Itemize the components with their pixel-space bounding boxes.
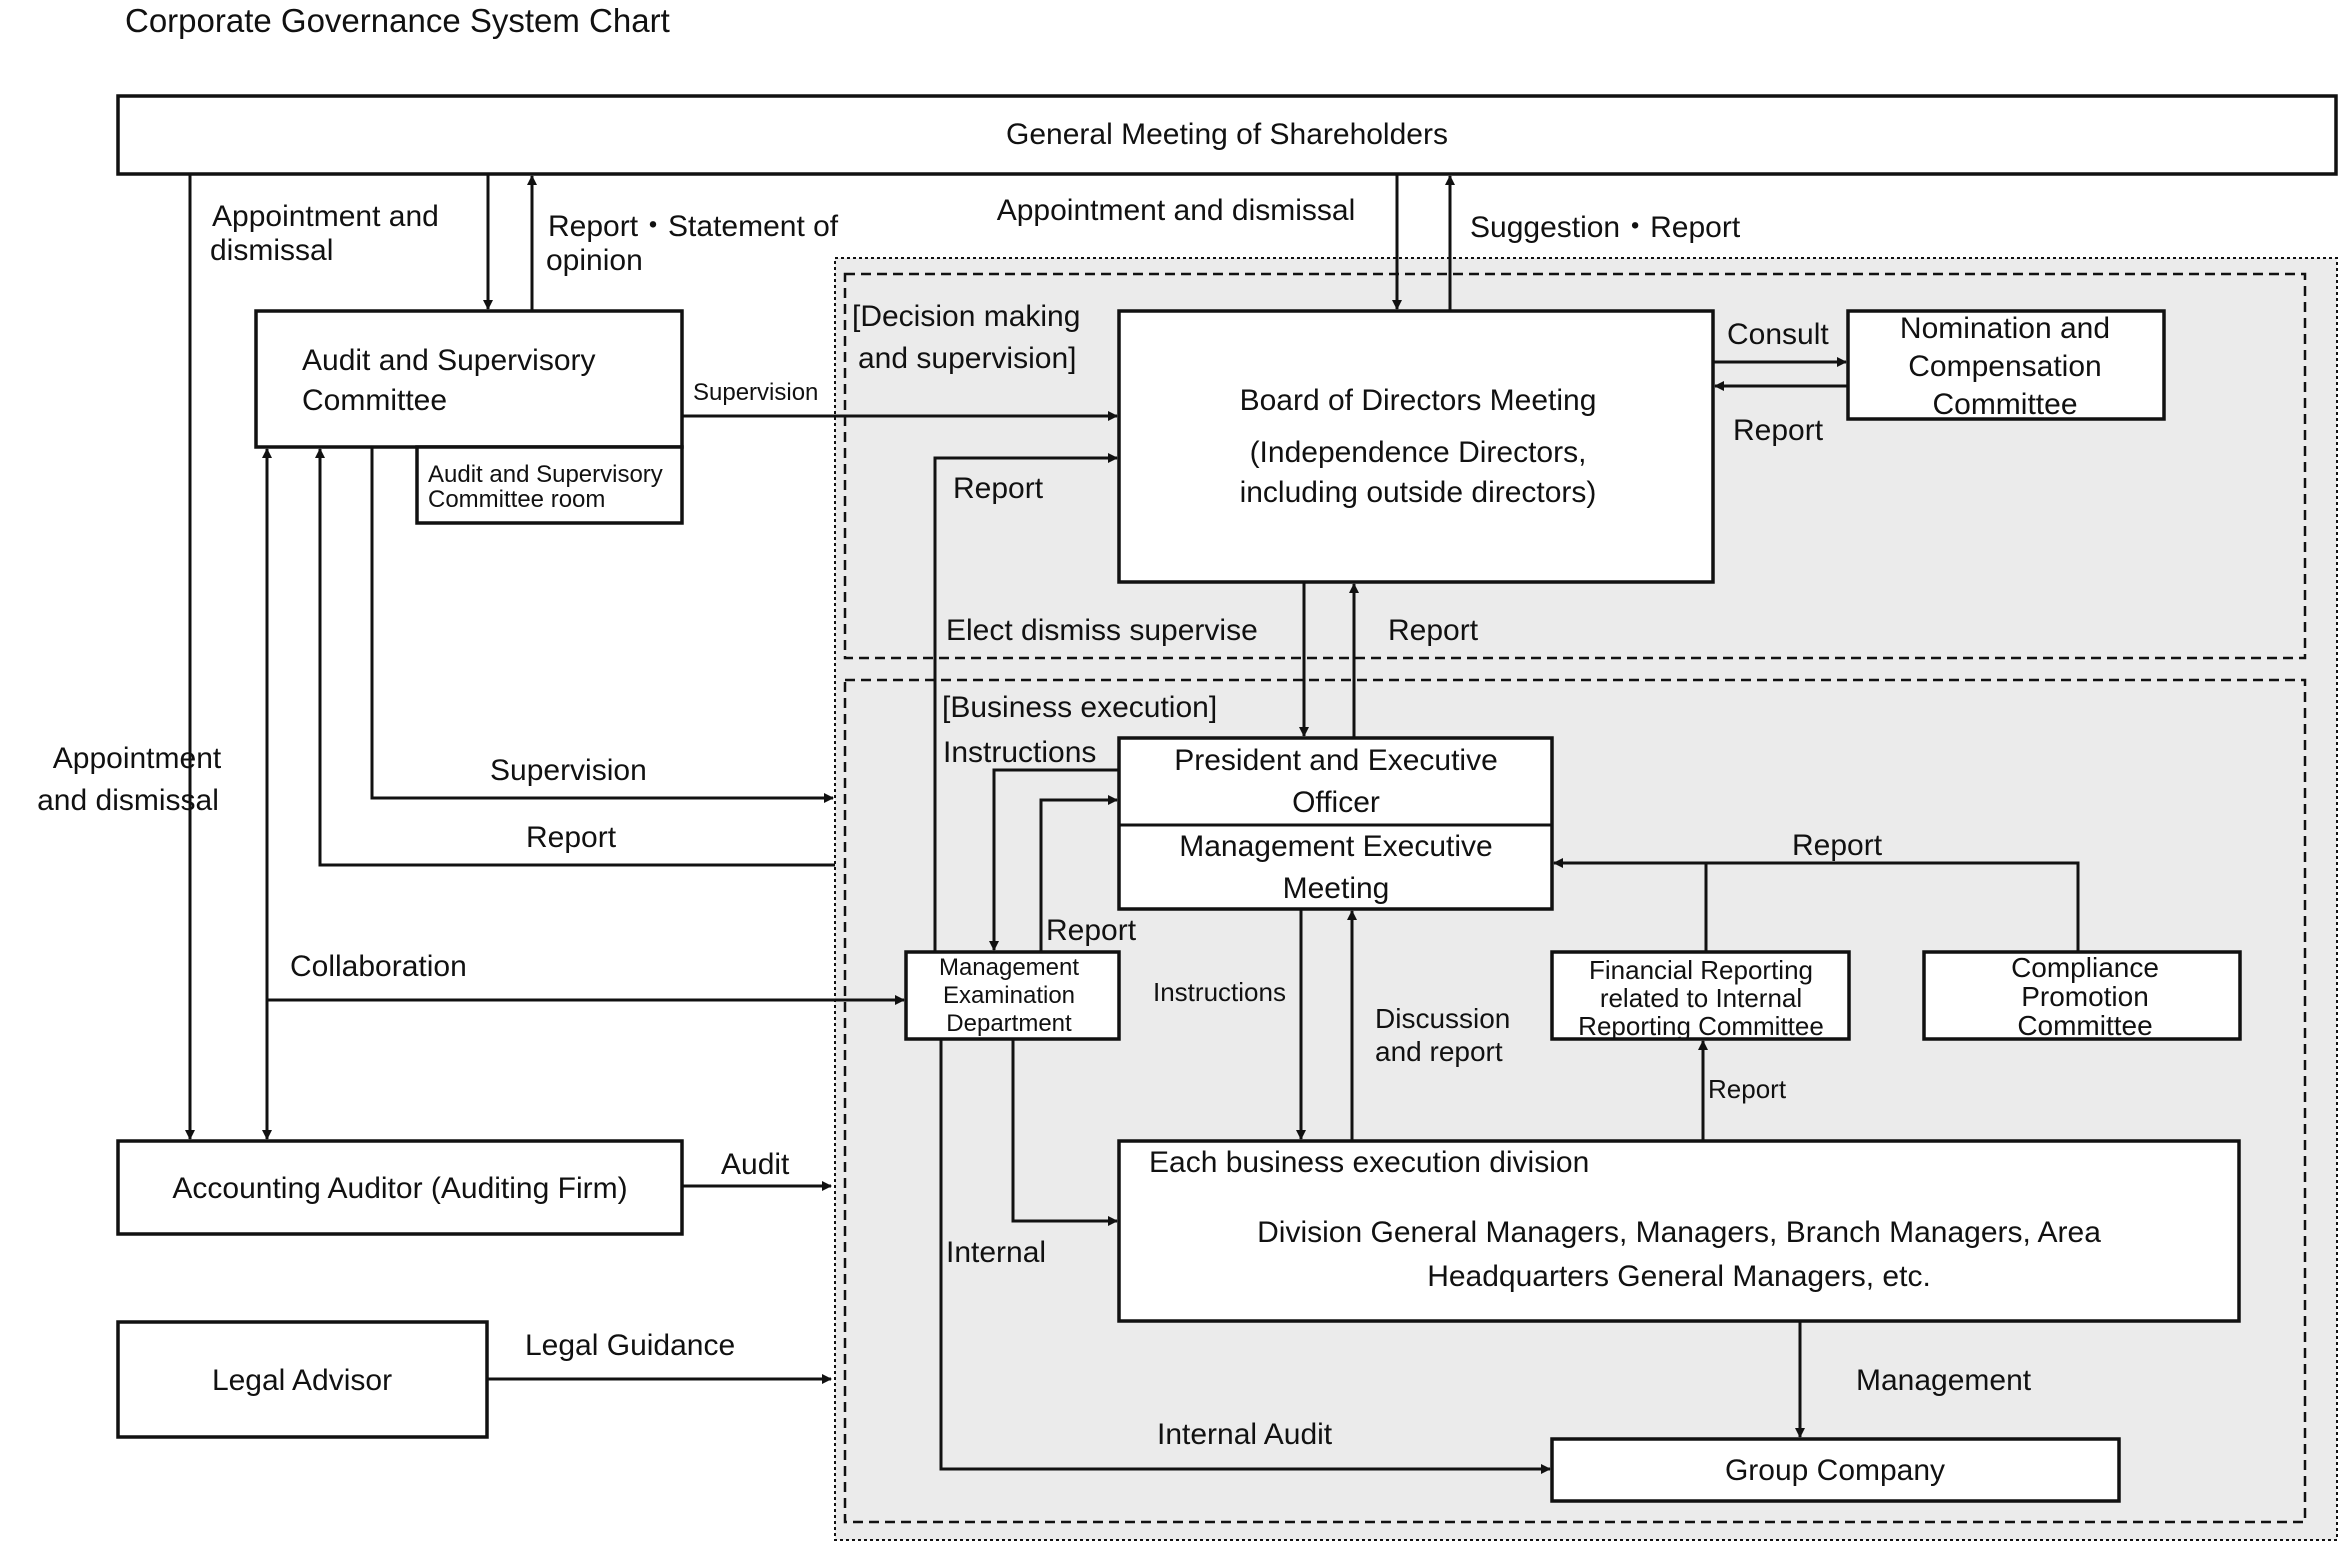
label-discussion: Discussion — [1375, 1003, 1510, 1034]
business-section — [843, 678, 2307, 1524]
label-report-business: Report — [526, 821, 617, 854]
compliance-label-2: Promotion — [2021, 981, 2149, 1012]
label-supervision-board: Supervision — [693, 379, 818, 406]
compliance-label: Compliance — [2011, 952, 2159, 983]
nomination-label: Nomination and — [1900, 312, 2110, 345]
label-internal: Internal — [946, 1236, 1046, 1269]
arrow-internal-audit — [939, 1039, 1551, 1474]
compliance-label-3: Committee — [2017, 1010, 2152, 1041]
label-collaboration: Collaboration — [290, 950, 467, 983]
president-label: President and Executive — [1174, 744, 1498, 777]
financial-reporting-box — [1550, 950, 1851, 1041]
compliance-box — [1922, 950, 2242, 1041]
label-appoint-left: Appointment — [53, 742, 222, 775]
label-appoint-board: Appointment and dismissal — [997, 194, 1356, 227]
president-label-2: Officer — [1292, 786, 1380, 819]
label-report-financial: Report — [1708, 1074, 1787, 1104]
audit-committee-label: Audit and Supervisory — [302, 344, 596, 377]
audit-committee-room-box — [415, 445, 684, 525]
financial-reporting-label: Financial Reporting — [1589, 955, 1813, 985]
label-audit: Audit — [721, 1148, 790, 1181]
legal-advisor-label: Legal Advisor — [212, 1364, 392, 1397]
label-supervision-business: Supervision — [490, 754, 647, 787]
board-box — [1117, 309, 1715, 584]
general-meeting-box — [116, 94, 2338, 176]
label-report-committees: Report — [1792, 829, 1883, 862]
audit-committee-label-2: Committee — [302, 384, 447, 417]
decision-section-label-2: and supervision] — [858, 342, 1076, 375]
business-division-label-2: Headquarters General Managers, etc. — [1427, 1260, 1931, 1293]
arrow-exam-to-division — [1011, 1039, 1118, 1226]
audit-committee-box — [254, 309, 684, 449]
financial-reporting-label-3: Reporting Committee — [1578, 1011, 1824, 1041]
mgmt-exam-label: Management — [939, 954, 1079, 981]
mgmt-exam-label-2: Examination — [943, 982, 1075, 1009]
label-report-nomination: Report — [1733, 414, 1824, 447]
label-appoint-audit-2: dismissal — [210, 234, 333, 267]
label-report-mgmt-board: Report — [953, 472, 1044, 505]
business-division-label: Division General Managers, Managers, Bra… — [1257, 1216, 2101, 1249]
group-company-box — [1550, 1437, 2121, 1503]
legal-advisor-box — [116, 1320, 489, 1439]
label-management: Management — [1856, 1364, 2032, 1397]
label-appoint-left-2: and dismissal — [37, 784, 219, 817]
audit-committee-room-label: Audit and Supervisory — [428, 461, 663, 488]
chart-title: Corporate Governance System Chart — [125, 2, 670, 39]
decision-section — [843, 272, 2307, 660]
business-section-label: [Business execution] — [942, 691, 1217, 724]
label-suggestion-report: Suggestion・Report — [1470, 211, 1741, 244]
arrow-report-to-audit — [315, 448, 835, 867]
label-report-mgmt-exam: Report — [1046, 914, 1137, 947]
management-meeting-label-2: Meeting — [1283, 872, 1390, 905]
label-report-statement: Report・Statement of — [548, 210, 839, 243]
nomination-label-3: Committee — [1932, 388, 2077, 421]
audit-committee-room-label-2: Committee room — [428, 486, 605, 513]
label-consult: Consult — [1727, 318, 1829, 351]
board-label: Board of Directors Meeting — [1240, 384, 1597, 417]
decision-section-label: [Decision making — [852, 300, 1080, 333]
label-instructions-top: Instructions — [943, 736, 1096, 769]
label-report-president: Report — [1388, 614, 1479, 647]
general-meeting-label: General Meeting of Shareholders — [1006, 118, 1448, 151]
arrow-exam-report-to-president — [1039, 795, 1118, 952]
business-division-box — [1117, 1139, 2241, 1323]
arrow-instructions-to-exam — [989, 768, 1119, 951]
arrow-committees-report — [1553, 858, 2080, 952]
label-instructions-mid: Instructions — [1153, 977, 1286, 1007]
management-meeting-label: Management Executive — [1179, 830, 1493, 863]
board-label-2: (Independence Directors, — [1250, 436, 1587, 469]
nomination-label-2: Compensation — [1908, 350, 2101, 383]
accounting-auditor-box — [116, 1139, 684, 1236]
label-discussion-2: and report — [1375, 1036, 1503, 1067]
group-company-label: Group Company — [1725, 1454, 1945, 1487]
nomination-box — [1846, 309, 2166, 421]
financial-reporting-label-2: related to Internal — [1600, 983, 1802, 1013]
arrow-supervision-business — [370, 447, 834, 803]
mgmt-exam-label-3: Department — [946, 1010, 1072, 1037]
label-appoint-audit: Appointment and — [212, 200, 439, 233]
business-division-heading: Each business execution division — [1149, 1146, 1589, 1179]
accounting-auditor-label: Accounting Auditor (Auditing Firm) — [172, 1172, 627, 1205]
label-report-statement-2: opinion — [546, 244, 643, 277]
label-internal-audit: Internal Audit — [1157, 1418, 1333, 1451]
board-label-3: including outside directors) — [1240, 476, 1597, 509]
arrow-mgmt-exam-to-board — [933, 453, 1118, 952]
label-elect-dismiss: Elect dismiss supervise — [946, 614, 1258, 647]
label-legal-guidance: Legal Guidance — [525, 1329, 735, 1362]
